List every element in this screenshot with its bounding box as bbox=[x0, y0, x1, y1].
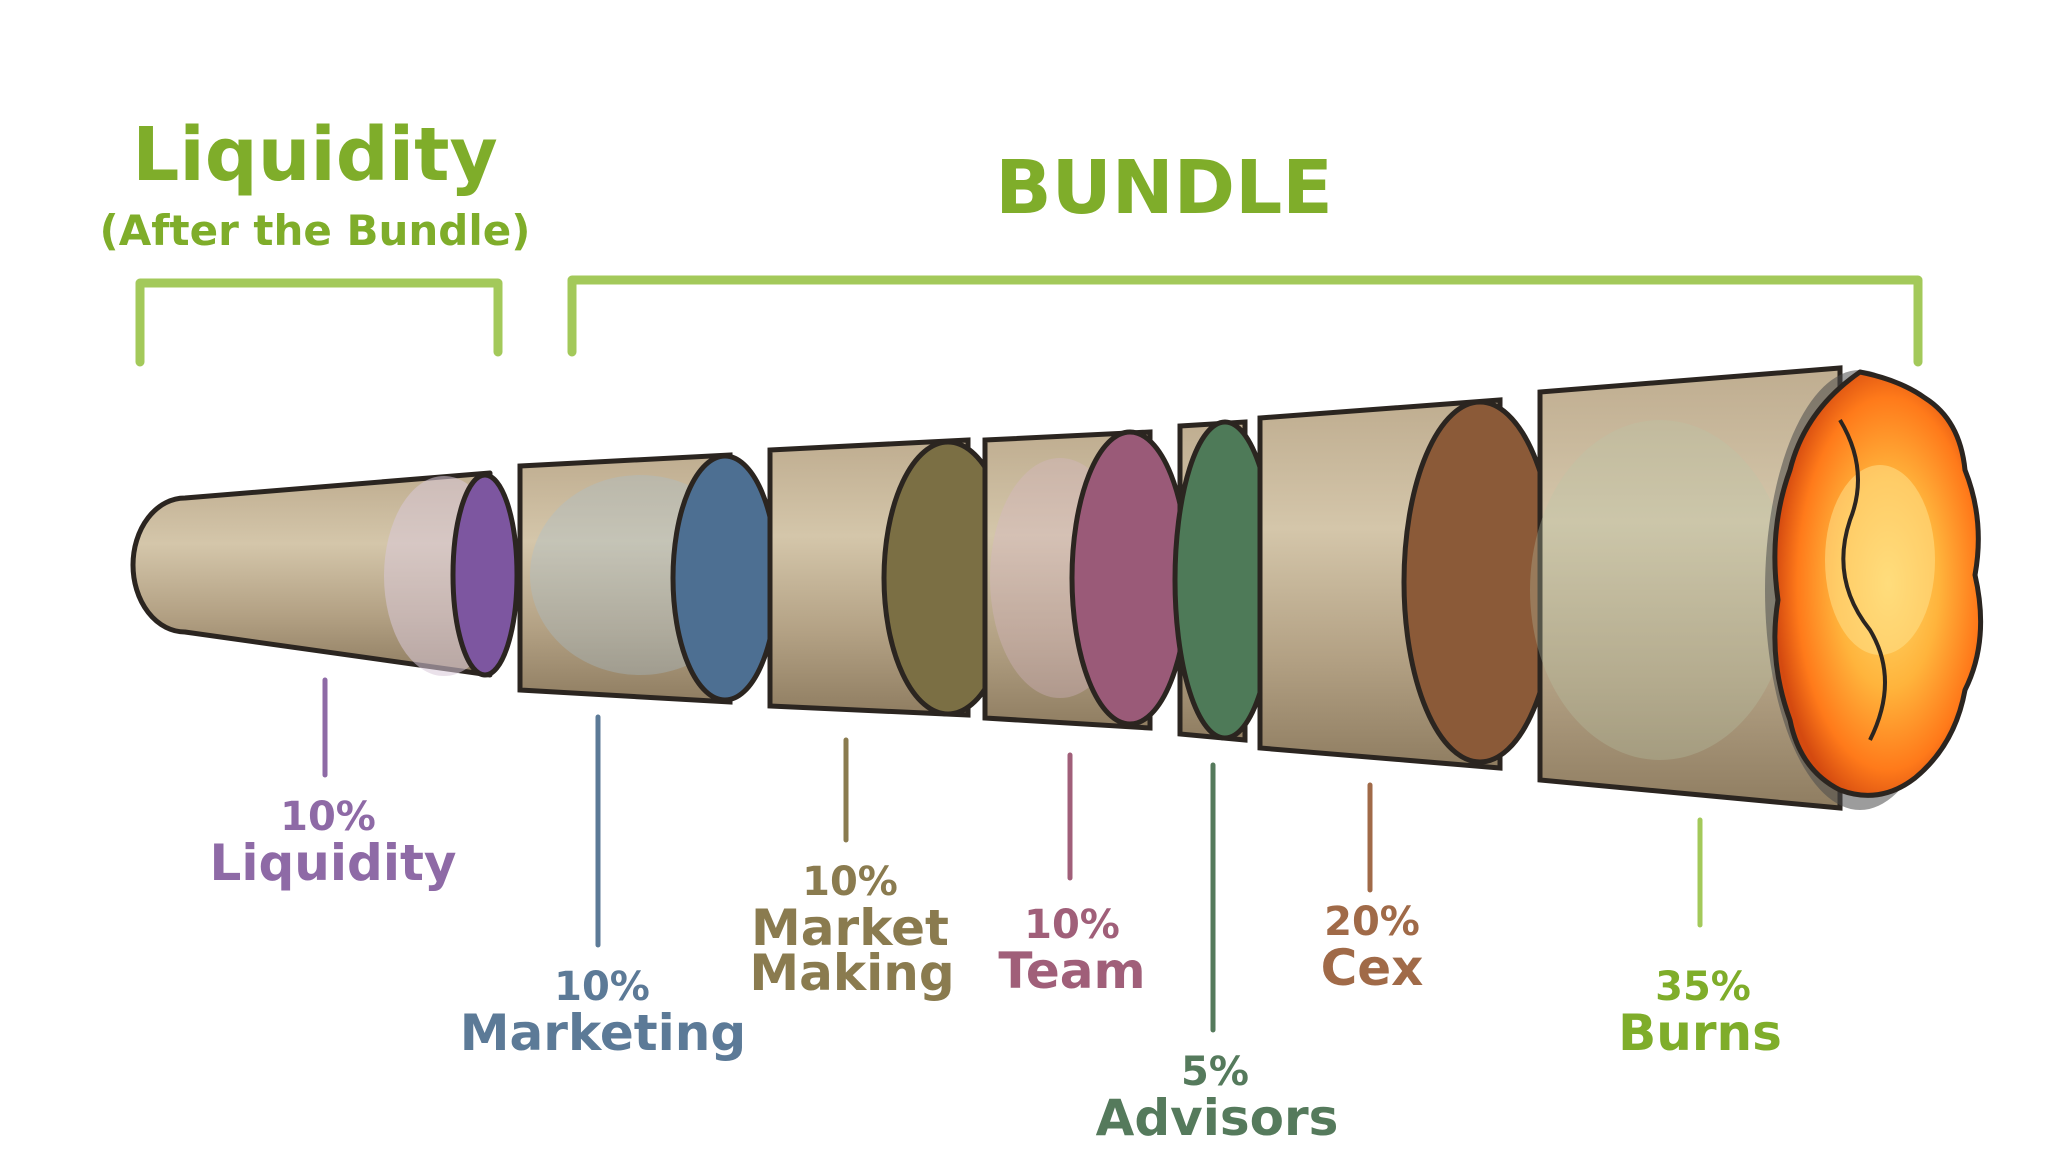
liquidity-subtitle: (After the Bundle) bbox=[100, 206, 531, 255]
callout-burns: 35% Burns bbox=[1618, 817, 1782, 1062]
name-liquidity: Liquidity bbox=[210, 834, 457, 892]
liquidity-title: Liquidity bbox=[132, 112, 497, 198]
liquidity-header: Liquidity (After the Bundle) bbox=[100, 112, 531, 367]
band-marketing bbox=[670, 453, 780, 703]
percent-advisors: 5% bbox=[1181, 1049, 1249, 1095]
percent-team: 10% bbox=[1024, 902, 1120, 948]
liquidity-bracket bbox=[135, 278, 503, 367]
bundle-title: BUNDLE bbox=[995, 145, 1333, 231]
callout-team: 10% Team bbox=[998, 752, 1146, 1000]
callout-market-making: 10% Market Making bbox=[749, 737, 955, 1002]
percent-marketing: 10% bbox=[554, 964, 650, 1010]
band-liquidity bbox=[450, 472, 520, 678]
name-market-making-line1: Market bbox=[751, 899, 949, 957]
callout-advisors: 5% Advisors bbox=[1096, 762, 1339, 1147]
name-advisors: Advisors bbox=[1096, 1089, 1339, 1147]
name-marketing: Marketing bbox=[460, 1004, 746, 1062]
percent-cex: 20% bbox=[1324, 899, 1420, 945]
bundle-header: BUNDLE bbox=[567, 145, 1923, 367]
joint bbox=[130, 365, 1984, 811]
callout-cex: 20% Cex bbox=[1321, 782, 1424, 997]
segment-burns bbox=[1537, 365, 1843, 811]
bundle-bracket bbox=[567, 275, 1923, 367]
percent-liquidity: 10% bbox=[280, 794, 376, 840]
percent-market-making: 10% bbox=[802, 859, 898, 905]
name-cex: Cex bbox=[1321, 939, 1424, 997]
band-team bbox=[1069, 429, 1191, 727]
callout-liquidity: 10% Liquidity bbox=[210, 677, 457, 892]
callout-marketing: 10% Marketing bbox=[460, 714, 746, 1062]
name-burns: Burns bbox=[1618, 1004, 1782, 1062]
name-team: Team bbox=[998, 942, 1145, 1000]
name-market-making-line2: Making bbox=[749, 944, 954, 1002]
percent-burns: 35% bbox=[1655, 964, 1751, 1010]
